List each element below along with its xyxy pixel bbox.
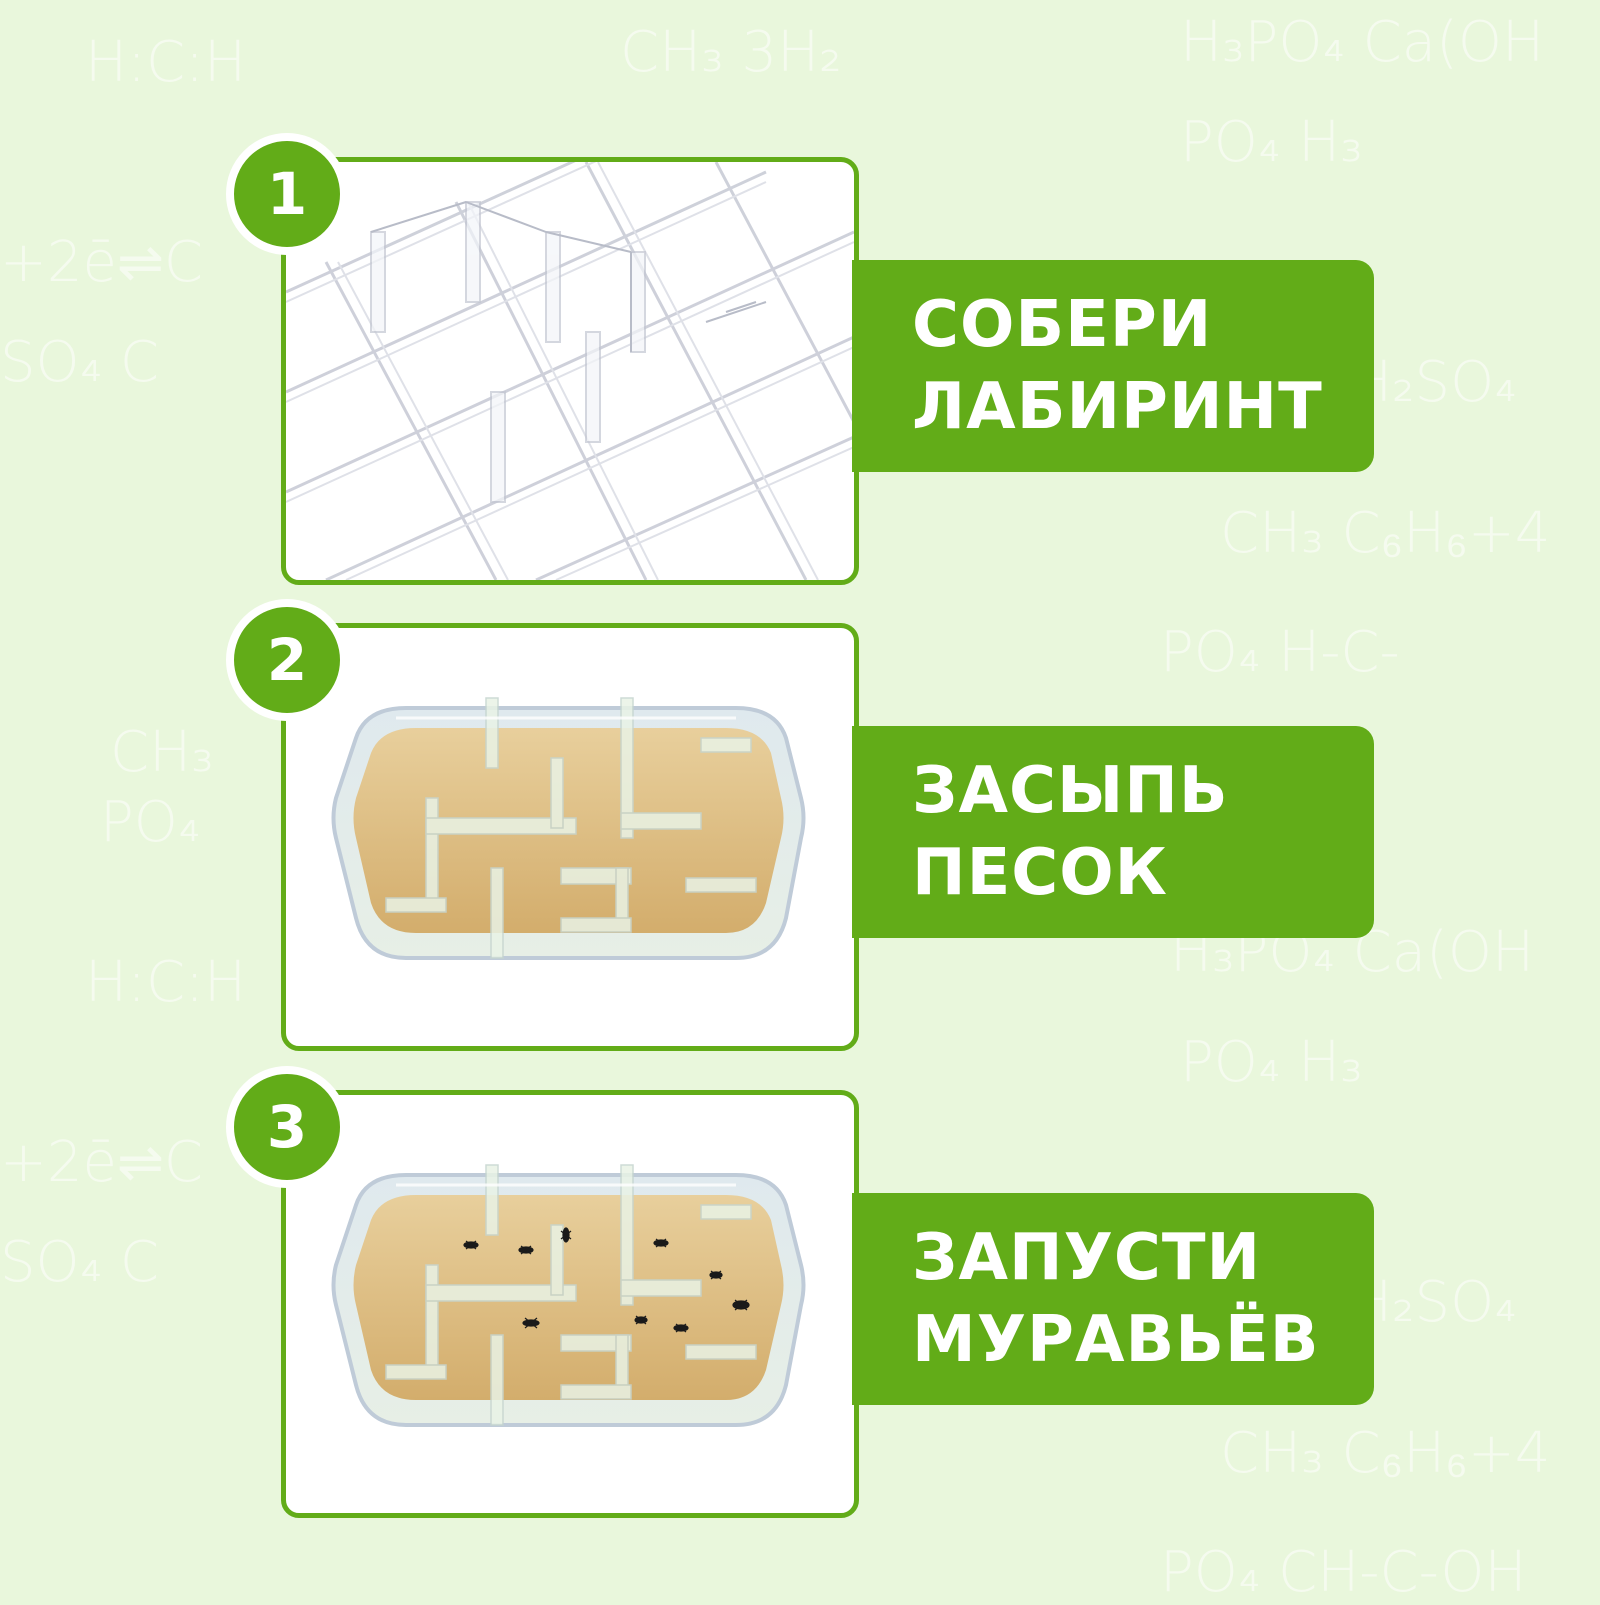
maze-with-ants-image bbox=[331, 1164, 806, 1427]
bg-doodle: PO₄ CH-C-OH bbox=[1160, 1540, 1527, 1605]
bg-doodle: H₃PO₄ Ca(OH bbox=[1180, 10, 1545, 75]
step-1: 1 СОБЕРИ ЛАБИРИНТ bbox=[0, 133, 1600, 597]
step-number-badge: 3 bbox=[226, 1066, 348, 1188]
maze-with-sand-image bbox=[331, 697, 806, 960]
step-label-box: ЗАСЫПЬ ПЕСОК bbox=[852, 726, 1374, 938]
acrylic-maze-image bbox=[286, 162, 854, 580]
step-label-box: ЗАПУСТИ МУРАВЬЁВ bbox=[852, 1193, 1374, 1405]
step-label-line: ЗАСЫПЬ bbox=[912, 754, 1229, 828]
step-image-card bbox=[281, 157, 859, 585]
bg-doodle: H:C:H bbox=[85, 30, 247, 95]
bg-doodle: CH₃ 3H₂ bbox=[620, 20, 842, 85]
step-label-line: МУРАВЬЁВ bbox=[912, 1303, 1320, 1377]
step-3: 3 ЗАПУСТИ МУРАВЬЁВ bbox=[0, 1066, 1600, 1530]
step-number: 1 bbox=[266, 160, 308, 228]
step-number-badge: 2 bbox=[226, 599, 348, 721]
step-image-card bbox=[281, 1090, 859, 1518]
step-2: 2 ЗАСЫПЬ ПЕСОК bbox=[0, 599, 1600, 1063]
step-label-box: СОБЕРИ ЛАБИРИНТ bbox=[852, 260, 1374, 472]
step-label-line: ЗАПУСТИ bbox=[912, 1221, 1262, 1295]
step-number-badge: 1 bbox=[226, 133, 348, 255]
step-label-line: ПЕСОК bbox=[912, 836, 1168, 910]
step-label-line: СОБЕРИ bbox=[912, 288, 1213, 362]
step-number: 3 bbox=[266, 1093, 308, 1161]
step-number: 2 bbox=[266, 626, 308, 694]
step-image-card bbox=[281, 623, 859, 1051]
step-label-line: ЛАБИРИНТ bbox=[912, 370, 1323, 444]
